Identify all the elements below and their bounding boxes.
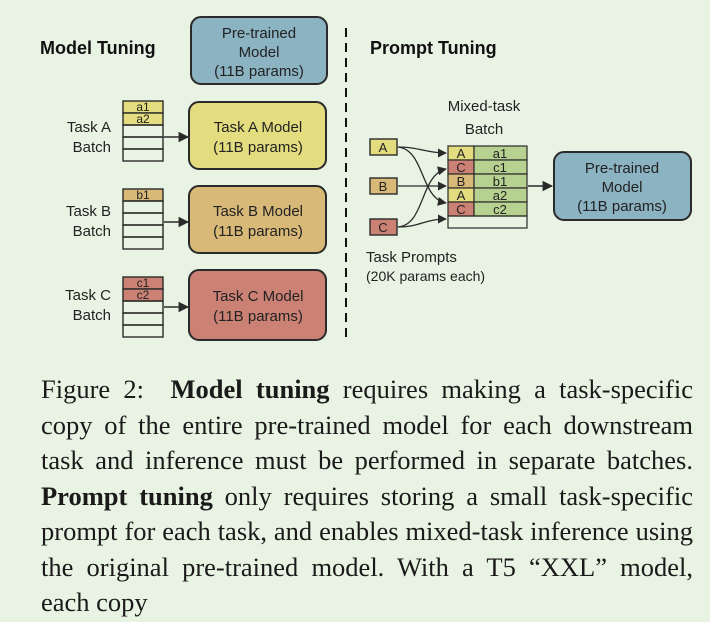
prompt-b: [369, 177, 398, 195]
svg-text:Task A Model: Task A Model: [214, 119, 302, 136]
prompt-tuning-title: Prompt Tuning: [370, 38, 497, 58]
batch-item-1: a1: [493, 146, 507, 161]
task-c-group: Task C Batch c1 c2 Task C Model (11B par…: [65, 269, 327, 341]
caption-bold-prompt-tuning: Prompt tuning: [41, 480, 213, 511]
model-tuning-title: Model Tuning: [40, 38, 156, 58]
pretrained-model-box-right: Pre-trained Model (11B params): [553, 151, 692, 221]
batch-item-3: b1: [493, 174, 507, 189]
mixed-task-batch-title: Mixed-task: [448, 98, 521, 115]
svg-text:Task C Model: Task C Model: [213, 288, 304, 305]
batch-item-2: c1: [493, 160, 507, 175]
task-a-model-box: [188, 101, 327, 170]
batch-row-c2: c2: [137, 288, 150, 302]
task-prompts-params: (20K params each): [366, 268, 485, 284]
figure-diagram: Model Tuning Pre-trained Model (11B para…: [40, 16, 692, 342]
task-a-group: Task A Batch a1 a2 Task A Model (11B par…: [67, 100, 327, 170]
caption-bold-model-tuning: Model tuning: [170, 374, 330, 404]
svg-text:Pre-trained: Pre-trained: [585, 160, 659, 177]
task-a-label: Task A: [67, 119, 111, 136]
svg-text:(11B params): (11B params): [213, 223, 303, 240]
svg-text:(11B params): (11B params): [213, 308, 303, 325]
svg-text:Task B Model: Task B Model: [213, 203, 303, 220]
batch-item-5: c2: [493, 202, 507, 217]
caption-label: Figure 2:: [41, 374, 145, 404]
task-c-model-box: [188, 269, 327, 341]
batch-prompt-3: B: [457, 174, 466, 189]
task-c-label: Task C: [65, 287, 111, 304]
svg-text:(11B params): (11B params): [214, 63, 304, 80]
task-a-batch-label: Batch: [73, 139, 111, 156]
caption-text-2: only requires storing a small task-speci…: [41, 480, 693, 618]
task-b-batch-label: Batch: [73, 223, 111, 240]
svg-text:(11B params): (11B params): [213, 139, 303, 156]
batch-prompt-1: A: [457, 146, 466, 161]
figure-caption: Figure 2: Model tuning requires making a…: [41, 372, 693, 621]
task-b-model-box: [188, 185, 327, 254]
svg-text:Model: Model: [239, 44, 280, 61]
svg-text:Model: Model: [602, 179, 643, 196]
svg-text:A: A: [379, 140, 388, 155]
batch-prompt-2: C: [456, 160, 465, 175]
prompt-c: [369, 218, 398, 236]
batch-item-4: a2: [493, 188, 507, 203]
svg-text:(11B params): (11B params): [577, 198, 667, 215]
task-c-batch-label: Batch: [73, 307, 111, 324]
svg-text:Pre-trained: Pre-trained: [222, 25, 296, 42]
pretrained-model-box-left: Pre-trained Model (11B params): [190, 16, 328, 85]
batch-row-c1: c1: [137, 276, 150, 290]
batch-row-a2: a2: [136, 112, 150, 126]
batch-row-a1: a1: [136, 100, 150, 114]
mixed-task-batch-title-2: Batch: [465, 121, 503, 138]
caption-text-1: requires making a task-specific copy of …: [41, 374, 694, 475]
batch-prompt-4: A: [457, 188, 466, 203]
svg-text:B: B: [379, 179, 388, 194]
task-prompts-label: Task Prompts: [366, 249, 457, 266]
batch-prompt-5: C: [456, 202, 465, 217]
task-b-group: Task B Batch b1 Task B Model (11B params…: [66, 185, 327, 254]
task-prompts: A B C: [369, 138, 398, 236]
task-b-label: Task B: [66, 203, 111, 220]
mixed-task-batch-table: A a1 C c1 B b1 A a2 C c2: [447, 145, 528, 229]
routing-arrows: [397, 146, 447, 228]
svg-text:C: C: [378, 220, 387, 235]
prompt-a: [369, 138, 398, 156]
batch-row-b1: b1: [136, 188, 150, 202]
